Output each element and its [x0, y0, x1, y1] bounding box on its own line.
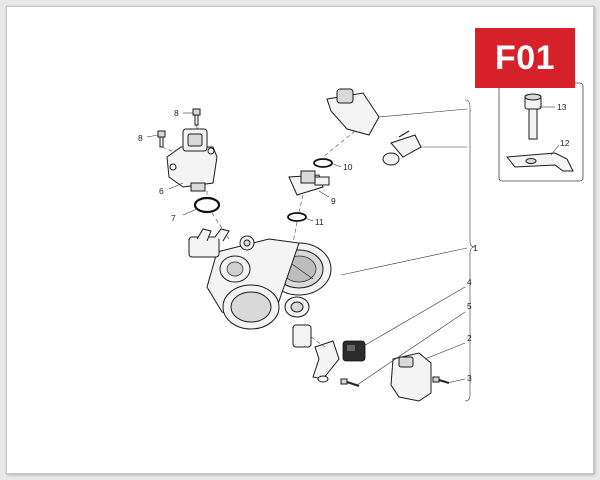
- bracket-12[interactable]: [506, 152, 574, 172]
- callout-11: 11: [315, 217, 324, 227]
- section-code-badge: F01: [475, 28, 575, 88]
- callout-10: 10: [343, 162, 353, 172]
- diagram-frame: 1 2 3 4 5 6 7 8 8 9 10 11 12 13 F01: [6, 6, 594, 474]
- sensor-4[interactable]: [312, 340, 366, 383]
- callout-9: 9: [331, 196, 336, 206]
- screw-8-left[interactable]: [157, 130, 166, 148]
- callout-3: 3: [467, 373, 472, 383]
- o-ring-10[interactable]: [313, 158, 333, 168]
- exploded-parts-diagram: 1 2 3 4 5 6 7 8 8 9 10 11 12 13: [138, 82, 584, 402]
- connector-cap-2[interactable]: [390, 352, 432, 402]
- callout-1: 1: [473, 243, 478, 253]
- fuel-injector-9[interactable]: [288, 170, 330, 196]
- screw-8-top[interactable]: [192, 108, 201, 126]
- fuel-rail-connector[interactable]: [326, 88, 422, 166]
- screw-13[interactable]: [524, 93, 542, 140]
- idle-air-actuator-6[interactable]: [166, 128, 218, 192]
- o-ring-11[interactable]: [287, 212, 307, 222]
- group-bracket: [464, 99, 476, 402]
- callout-2: 2: [467, 333, 472, 343]
- throttle-body-1[interactable]: [188, 228, 332, 348]
- callout-4: 4: [467, 277, 472, 287]
- screw-3[interactable]: [432, 376, 450, 384]
- callout-13: 13: [557, 102, 567, 112]
- callout-8-top: 8: [174, 108, 179, 118]
- callout-8-left: 8: [138, 133, 143, 143]
- o-ring-7[interactable]: [193, 196, 221, 214]
- callout-6: 6: [159, 186, 164, 196]
- callout-5: 5: [467, 301, 472, 311]
- screw-5[interactable]: [340, 378, 360, 387]
- callout-7: 7: [171, 213, 176, 223]
- callout-12: 12: [560, 138, 570, 148]
